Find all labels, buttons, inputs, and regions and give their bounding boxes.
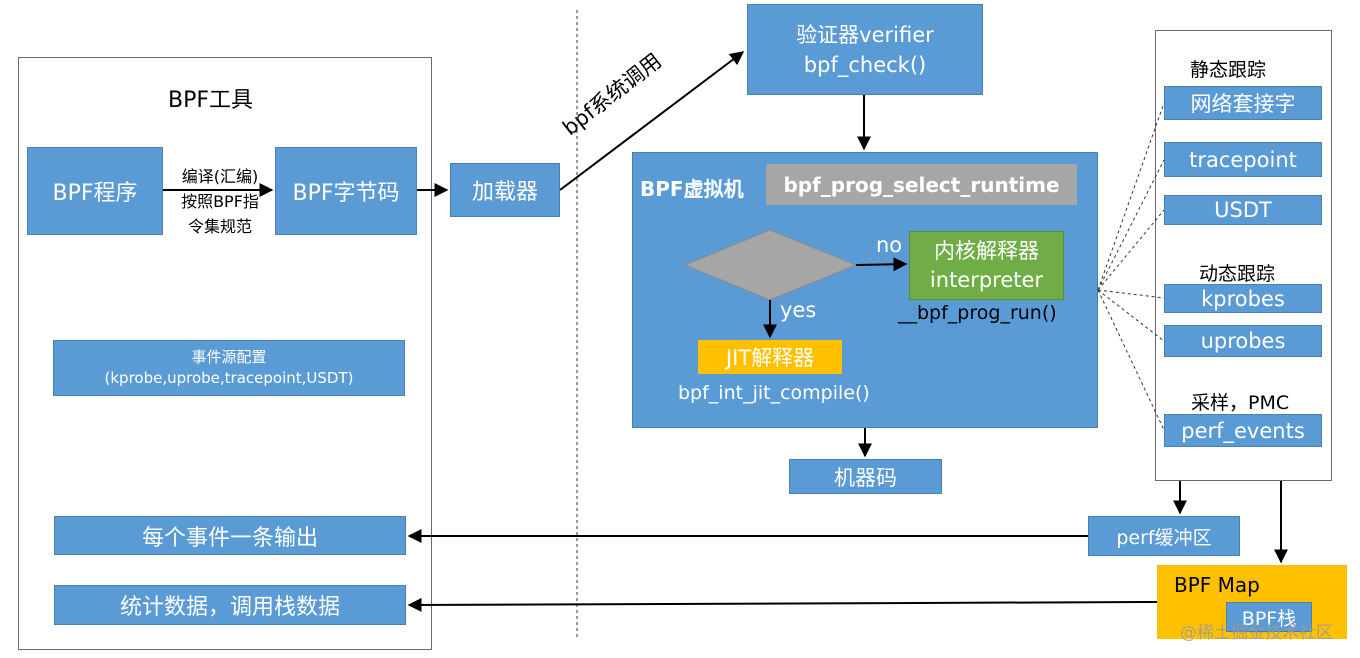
event-source-config-box: 事件源配置 (kprobe,uprobe,tracepoint,USDT) (53, 340, 405, 396)
loader-box: 加载器 (450, 163, 560, 217)
sampling-heading: 采样，PMC (1191, 392, 1290, 414)
interpreter-subtitle: interpreter (929, 267, 1044, 292)
tracepoint-label: tracepoint (1189, 147, 1297, 172)
yes-label: yes (780, 298, 817, 322)
verifier-function: bpf_check() (803, 52, 927, 77)
machine-code-label: 机器码 (834, 465, 897, 490)
enable-jit-line1: Enable (737, 243, 803, 265)
stats-output-label: 统计数据，调用栈数据 (119, 595, 340, 620)
perf-buffer-box: perf缓冲区 (1088, 516, 1240, 556)
enable-jit-line2: JIT (758, 270, 782, 292)
interpreter-title: 内核解释器 (934, 238, 1039, 263)
bpf-vm-title: BPF虚拟机 (640, 177, 744, 201)
jit-box: JIT解释器 (698, 340, 842, 374)
interpreter-box: 内核解释器 interpreter (909, 231, 1064, 300)
machine-code-box: 机器码 (789, 459, 942, 494)
runtime-select-box: bpf_prog_select_runtime (766, 164, 1077, 205)
bpf-stack-box: BPF栈 (1226, 602, 1312, 632)
kprobes-label: kprobes (1201, 286, 1285, 311)
loader-label: 加载器 (471, 180, 538, 205)
usdt-box: USDT (1164, 195, 1322, 225)
runtime-select-label: bpf_prog_select_runtime (783, 172, 1060, 197)
event-source-config-list: (kprobe,uprobe,tracepoint,USDT) (104, 369, 354, 387)
bpf-bytecode-label: BPF字节码 (292, 181, 400, 206)
tracepoint-box: tracepoint (1164, 142, 1322, 177)
usdt-label: USDT (1214, 198, 1272, 222)
perf-events-box: perf_events (1164, 414, 1322, 447)
static-tracing-heading: 静态跟踪 (1190, 59, 1267, 81)
uprobes-label: uprobes (1200, 329, 1286, 353)
arrow-bpf-map-to-stats (407, 597, 1158, 612)
perf-buffer-label: perf缓冲区 (1116, 526, 1212, 549)
watermark: @稀土掘金技术社区 (1180, 623, 1333, 643)
compile-label-line2: 按照BPF指 (181, 192, 259, 211)
uprobes-box: uprobes (1164, 325, 1322, 357)
bpf-program-label: BPF程序 (52, 181, 138, 206)
jit-label: JIT解释器 (725, 346, 815, 370)
no-label: no (876, 233, 903, 257)
per-event-output-box: 每个事件一条输出 (54, 516, 406, 555)
bpf-tools-title: BPF工具 (168, 88, 254, 113)
compile-label-line1: 编译(汇编) (181, 167, 259, 186)
stats-output-box: 统计数据，调用栈数据 (54, 585, 406, 625)
bpf-bytecode-box: BPF字节码 (275, 147, 417, 235)
bpf-program-box: BPF程序 (27, 147, 163, 235)
jit-function: bpf_int_jit_compile() (678, 382, 870, 404)
enable-jit-text: Enable JIT (720, 241, 820, 295)
socket-box: 网络套接字 (1164, 86, 1322, 120)
dynamic-tracing-heading: 动态跟踪 (1199, 263, 1276, 285)
compile-label-line3: 令集规范 (187, 217, 252, 236)
bpf-stack-label: BPF栈 (1241, 607, 1297, 630)
compile-label: 编译(汇编) 按照BPF指 令集规范 (166, 164, 274, 239)
verifier-title: 验证器verifier (796, 22, 934, 47)
kprobes-box: kprobes (1164, 284, 1322, 313)
bpf-map-title: BPF Map (1174, 573, 1260, 597)
event-source-config-title: 事件源配置 (191, 348, 267, 366)
socket-label: 网络套接字 (1190, 92, 1296, 116)
per-event-output-label: 每个事件一条输出 (141, 525, 318, 551)
verifier-box: 验证器verifier bpf_check() (747, 4, 983, 95)
perf-events-label: perf_events (1181, 418, 1305, 443)
syscall-label: bpf系统调用 (558, 48, 667, 141)
interpreter-function: __bpf_prog_run() (898, 302, 1057, 324)
